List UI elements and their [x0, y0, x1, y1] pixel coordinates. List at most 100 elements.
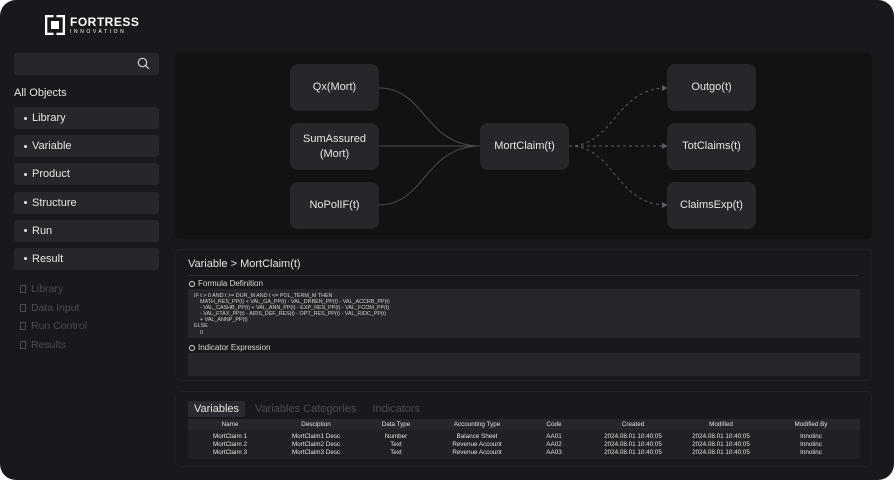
tab-indicators[interactable]: Indicators: [372, 403, 421, 415]
column-header[interactable]: Created: [621, 421, 645, 428]
node-outgo[interactable]: Outgo(t): [667, 64, 756, 111]
subnav-item-library[interactable]: Library: [20, 280, 87, 299]
table-cell: 2024.08.01 10:40:05: [692, 440, 750, 448]
table-cell: MortClaim 3: [213, 448, 247, 456]
table-cell: Revenue Account: [452, 440, 502, 448]
column-header[interactable]: Desciption: [301, 421, 331, 428]
link-mortclaim-to-claimsexp: [568, 145, 668, 208]
subnav-item-results[interactable]: Results: [20, 336, 87, 355]
sidebar-item-result[interactable]: Result: [14, 247, 159, 270]
table-cell: MortClaim2 Desc: [291, 440, 341, 448]
node-mortclaim[interactable]: MortClaim(t): [480, 123, 569, 170]
search-input[interactable]: [14, 53, 159, 75]
node-sumassured-mort[interactable]: SumAssured (Mort): [290, 123, 379, 170]
code-line: IF t > 0 AND t >= DUR_M AND t <= POL_TER…: [194, 293, 333, 299]
sidebar-item-label: Run: [32, 224, 53, 237]
table-row[interactable]: MortClaim 1 MortClaim1 Desc Number Balan…: [188, 432, 860, 440]
brand-logo[interactable]: FORTRESS INNOVATION: [44, 14, 139, 36]
table-row[interactable]: MortClaim 3 MortClaim3 Desc Text Revenue…: [188, 448, 860, 456]
table-cell: AA03: [546, 448, 562, 456]
column-header[interactable]: Modified: [709, 421, 733, 428]
indicator-expression-text: Indicator Expression: [198, 343, 271, 352]
page-icon: [20, 340, 26, 349]
sidebar-subnav: Library Data Input Run Control Results: [20, 280, 87, 354]
table-cell: AA02: [546, 440, 562, 448]
table-cell: Text: [390, 448, 402, 456]
indicator-expression-label: Indicator Expression: [189, 343, 270, 352]
column-header[interactable]: Code: [546, 421, 562, 428]
brand-subtitle: INNOVATION: [70, 28, 127, 35]
indicator-expression-input[interactable]: [188, 353, 860, 376]
node-claimsexp[interactable]: ClaimsExp(t): [667, 182, 756, 229]
table-row[interactable]: MortClaim 2 MortClaim2 Desc Text Revenue…: [188, 440, 860, 448]
bullet-icon: [24, 201, 27, 205]
table-cell: MortClaim3 Desc: [291, 448, 341, 456]
search-icon[interactable]: [137, 57, 150, 70]
variable-breadcrumb: Variable > MortClaim(t): [188, 258, 301, 270]
table-cell: 2024.08.01 10:40:05: [604, 448, 662, 456]
table-cell: Text: [390, 440, 402, 448]
table-tabs: Variables Variables Categories Indicator…: [188, 401, 430, 417]
code-line: - VAL_FTAX_PP(t) - AIDS_DEF_RES(t) - OPT…: [194, 311, 387, 318]
table-header: Name Desciption Data Type Accounting Typ…: [188, 419, 860, 430]
sidebar-item-run[interactable]: Run: [14, 219, 159, 242]
table-cell: Innolinc: [800, 440, 822, 448]
bullet-icon: [24, 116, 27, 120]
column-header[interactable]: Accounting Type: [453, 421, 501, 428]
page-icon: [20, 285, 26, 294]
sidebar-item-variable[interactable]: Variable: [14, 135, 159, 158]
table-cell: MortClaim 1: [213, 432, 247, 440]
bullet-icon: [24, 257, 27, 261]
node-nopolif[interactable]: NoPolIF(t): [290, 182, 379, 229]
code-line: + VAL_ANNP_PP(t): [194, 317, 248, 324]
sidebar-item-structure[interactable]: Structure: [14, 191, 159, 214]
column-header[interactable]: Data Type: [381, 421, 411, 428]
table-cell: 2024.08.01 10:40:05: [604, 432, 662, 440]
formula-definition-text: Formula Definition: [198, 279, 263, 288]
bullet-icon: [24, 144, 27, 148]
formula-panel: Variable > MortClaim(t) Formula Definiti…: [175, 249, 872, 381]
dependency-diagram: Qx(Mort) SumAssured (Mort) NoPolIF(t) Mo…: [175, 53, 872, 239]
table-cell: 2024.08.01 10:40:05: [692, 432, 750, 440]
bullet-icon: [24, 172, 27, 176]
diagram-links: [378, 85, 668, 208]
node-qx-mort[interactable]: Qx(Mort): [290, 64, 379, 111]
table-body: MortClaim 1 MortClaim1 Desc Number Balan…: [188, 430, 860, 459]
page-icon: [20, 322, 26, 331]
table-cell: Innolinc: [800, 448, 822, 456]
sidebar-item-label: Structure: [32, 196, 77, 209]
sidebar-item-label: Variable: [32, 140, 72, 153]
table-cell: 2024.08.01 10:40:05: [692, 448, 750, 456]
code-line: ELSE: [194, 323, 208, 330]
variables-table-panel: Variables Variables Categories Indicator…: [175, 391, 872, 467]
formula-definition-label: Formula Definition: [189, 279, 263, 288]
node-totclaims[interactable]: TotClaims(t): [667, 123, 756, 170]
sidebar-item-product[interactable]: Product: [14, 163, 159, 186]
sidebar-item-label: Library: [32, 112, 66, 124]
subnav-item-label: Run Control: [31, 320, 88, 333]
link-qx-to-mortclaim: [378, 87, 481, 147]
link-nopolif-to-mortclaim: [378, 145, 481, 206]
divider: [188, 275, 859, 276]
column-header[interactable]: Modified By: [794, 421, 828, 428]
subnav-item-run-control[interactable]: Run Control: [20, 317, 87, 336]
table-cell: Number: [384, 432, 408, 440]
code-line: 0: [194, 329, 203, 336]
subnav-item-label: Data Input: [31, 301, 80, 314]
code-line: - VAL_CASHB_PP(t) + VAL_ANN_PP(t) - EXP_…: [194, 305, 390, 312]
tab-variables-categories[interactable]: Variables Categories: [255, 403, 357, 415]
table-cell: Revenue Account: [452, 448, 502, 456]
sidebar-item-library[interactable]: Library: [14, 107, 159, 129]
page-icon: [20, 303, 26, 312]
subnav-item-label: Library: [31, 283, 64, 296]
sidebar-nav: Library Variable Product Structure Run R…: [14, 107, 159, 276]
link-mortclaim-to-outgo: [568, 85, 668, 147]
table-cell: MortClaim 2: [213, 440, 247, 448]
subnav-item-data-input[interactable]: Data Input: [20, 299, 87, 318]
sidebar-item-label: Result: [32, 252, 64, 265]
column-header[interactable]: Name: [221, 421, 239, 428]
formula-editor[interactable]: IF t > 0 AND t >= DUR_M AND t <= POL_TER…: [188, 289, 860, 338]
circle-icon: [189, 280, 195, 287]
tab-variables[interactable]: Variables: [188, 401, 246, 417]
